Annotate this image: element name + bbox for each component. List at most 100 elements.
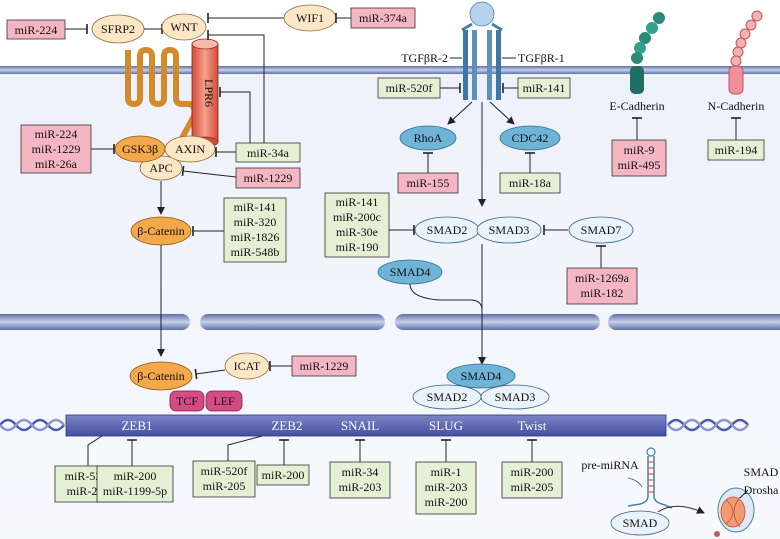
mir-bcat-2: miR-320 <box>234 215 277 229</box>
beta-catenin-nuc-label: β-Catenin <box>137 369 184 383</box>
e-cadherin-label: E-Cadherin <box>609 99 664 113</box>
dna-strand <box>65 414 667 437</box>
mir-374a-label: miR-374a <box>359 11 408 25</box>
mir-snail-1: miR-34 <box>342 465 379 479</box>
tcf-label: TCF <box>176 394 198 408</box>
smad-inset-left-label: SMAD <box>623 516 658 530</box>
drosha-label: Drosha <box>744 483 779 497</box>
tgfb-receptor <box>461 1 503 100</box>
mir-group-smad-box <box>324 192 390 258</box>
mir-zeb2-b-1: miR-200 <box>262 468 305 482</box>
smad3-cyto-label: SMAD3 <box>489 223 530 237</box>
wif1-label: WIF1 <box>296 11 324 25</box>
mir-group-bcat-box <box>223 197 287 263</box>
gene-snail: SNAIL <box>341 418 379 433</box>
rhoa-node <box>399 125 457 151</box>
mir-194-label: miR-194 <box>715 143 758 157</box>
mir-slug-1: miR-1 <box>431 465 462 479</box>
smad4-nuc-label: SMAD4 <box>461 369 502 383</box>
mir-ecad-box <box>611 139 667 177</box>
lpr6-label: LPR6 <box>202 79 216 107</box>
mir-smad-2: miR-200c <box>333 210 381 224</box>
mir-ecad-2: miR-495 <box>618 158 661 172</box>
mir-group-gsk3b-1: miR-224 <box>35 127 78 141</box>
frizzled-receptor <box>125 46 188 108</box>
smad-inset-right-label: SMAD <box>744 465 779 479</box>
gene-zeb1: ZEB1 <box>121 418 152 433</box>
mir-zeb2-a-2: miR-205 <box>203 479 246 493</box>
dna-helix-left <box>0 418 65 432</box>
dna-helix-right <box>667 418 749 432</box>
mir-smad-3: miR-30e <box>336 225 378 239</box>
tgfbr1-label: TGFβR-1 <box>518 51 565 65</box>
mir-group-gsk3b-3: miR-26a <box>35 157 78 171</box>
lef-node <box>205 390 243 412</box>
mir-zeb1-b-1: miR-200 <box>114 469 157 483</box>
gsk3b-label: GSK3β <box>122 142 158 156</box>
mir-1229-apc-label: miR-1229 <box>244 171 293 185</box>
mir-zeb2-b-box <box>256 464 310 486</box>
mir-smad-1: miR-141 <box>336 195 379 209</box>
n-cadherin-label: N-Cadherin <box>708 99 765 113</box>
cdc42-label: CDC42 <box>512 131 549 145</box>
mir-twist-box <box>501 461 563 499</box>
mir-374a-box <box>350 7 416 29</box>
mir-18a-box <box>499 172 561 194</box>
mir-194-box <box>707 139 765 161</box>
mir-slug-box <box>415 461 477 515</box>
mir-155-label: miR-155 <box>407 176 450 190</box>
mir-zeb2-a-1: miR-520f <box>201 464 248 478</box>
mir-18a-label: miR-18a <box>509 176 552 190</box>
mir-224-label: miR-224 <box>15 23 58 37</box>
smad7-label: SMAD7 <box>581 223 622 237</box>
smad2-cyto-label: SMAD2 <box>427 223 468 237</box>
mir-bcat-4: miR-548b <box>231 245 280 259</box>
mir-smad7-2: miR-182 <box>581 286 624 300</box>
axin-label: AXIN <box>175 142 205 156</box>
mir-34a-label: miR-34a <box>247 146 290 160</box>
beta-catenin-nuc <box>129 361 193 391</box>
mir-520f-tgf-label: miR-520f <box>386 81 433 95</box>
mir-twist-2: miR-205 <box>511 480 554 494</box>
tgfbr2-label: TGFβR-2 <box>401 51 448 65</box>
apc-label: APC <box>149 161 172 175</box>
smad7-node <box>568 216 634 244</box>
drosha-complex <box>714 487 755 537</box>
mir-snail-2: miR-203 <box>339 480 382 494</box>
mir-155-box <box>397 172 459 194</box>
axin-node <box>164 135 216 163</box>
wnt-node <box>161 13 207 41</box>
smad3-cyto <box>476 216 542 244</box>
mir-twist-1: miR-200 <box>511 465 554 479</box>
mir-ecad-1: miR-9 <box>624 143 655 157</box>
mir-snail-box <box>329 461 391 499</box>
cell-membrane <box>0 66 780 74</box>
gene-slug: SLUG <box>429 418 463 433</box>
rhoa-label: RhoA <box>414 131 443 145</box>
icat-node <box>224 352 270 380</box>
smad3-nuc <box>480 384 550 410</box>
mir-zeb1-b-2: miR-1199-5p <box>103 484 167 498</box>
mir-1229-icat-label: miR-1229 <box>300 359 349 373</box>
pre-mirna-label: pre-miRNA <box>581 458 639 472</box>
lef-label: LEF <box>213 394 235 408</box>
mir-smad7-1: miR-1269a <box>575 271 630 285</box>
mir-141-tgf-label: miR-141 <box>523 81 566 95</box>
mir-slug-2: miR-203 <box>425 480 468 494</box>
mir-bcat-1: miR-141 <box>234 200 277 214</box>
mir-1229-icat-box <box>291 355 357 377</box>
nuclear-envelope <box>0 314 780 330</box>
mir-zeb2-a-box <box>192 460 256 498</box>
n-cadherin-structure <box>728 10 763 95</box>
smad-inset-left <box>610 510 670 536</box>
icat-label: ICAT <box>234 359 261 373</box>
mir-slug-3: miR-200 <box>425 495 468 509</box>
smad4-cyto-label: SMAD4 <box>390 265 431 279</box>
wnt-label: WNT <box>170 20 198 34</box>
mir-smad7-box <box>566 267 638 305</box>
mir-bcat-3: miR-1826 <box>231 230 280 244</box>
sfrp2-label: SFRP2 <box>101 22 135 36</box>
smad4-nuc <box>446 363 516 389</box>
